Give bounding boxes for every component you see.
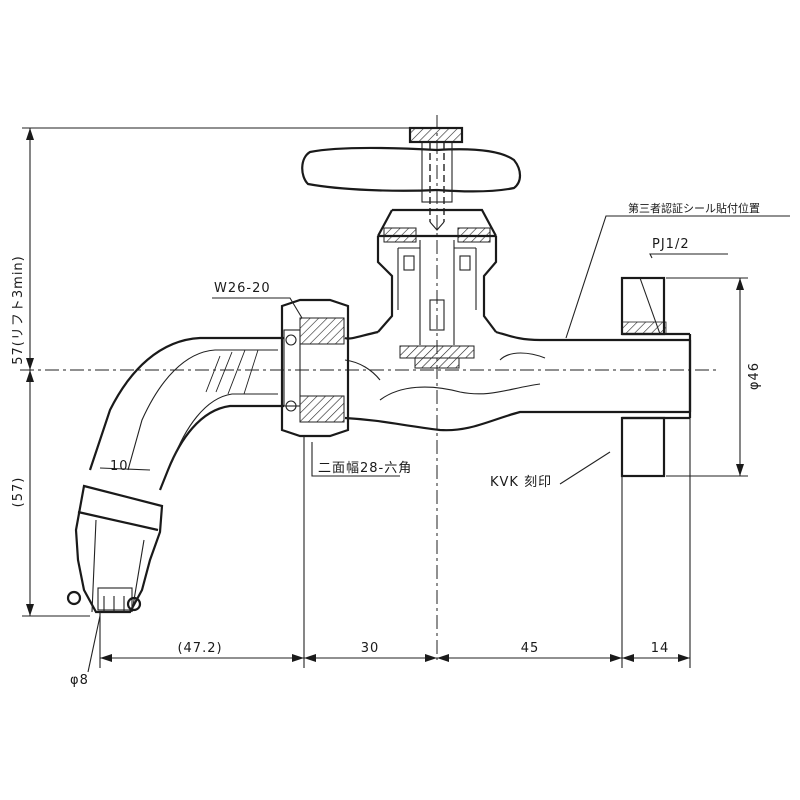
- spout: [66, 336, 284, 614]
- body-diameter-label: φ46: [747, 362, 762, 390]
- dim-47-2: (47.2): [177, 641, 222, 656]
- bonnet: [376, 208, 498, 369]
- dim-14: 14: [651, 641, 670, 656]
- hex-label: 二面幅28-六角: [318, 461, 412, 476]
- w-thread-label: W26-20: [214, 281, 271, 296]
- pipe-thread-label: PJ1/2: [652, 237, 690, 252]
- logo-stamp-label: KVK 刻印: [490, 475, 552, 490]
- dim-45: 45: [521, 641, 540, 656]
- nozzle-diameter-label: φ8: [70, 673, 89, 688]
- valve-body: [344, 276, 692, 478]
- handle: [301, 126, 522, 231]
- dimensions: [22, 127, 790, 673]
- union-nut: [280, 298, 350, 438]
- height-bottom-label: (57): [11, 477, 26, 508]
- height-top-label: 57(リフト3min): [11, 255, 26, 364]
- labels: 57(リフト3min) (57) W26-20 二面幅28-六角 PJ1/2 第…: [11, 201, 762, 688]
- seal-position-note: 第三者認証シール貼付位置: [628, 201, 760, 215]
- center-lines: [20, 115, 720, 660]
- nozzle-width-label: 10: [110, 459, 129, 474]
- dim-30: 30: [361, 641, 380, 656]
